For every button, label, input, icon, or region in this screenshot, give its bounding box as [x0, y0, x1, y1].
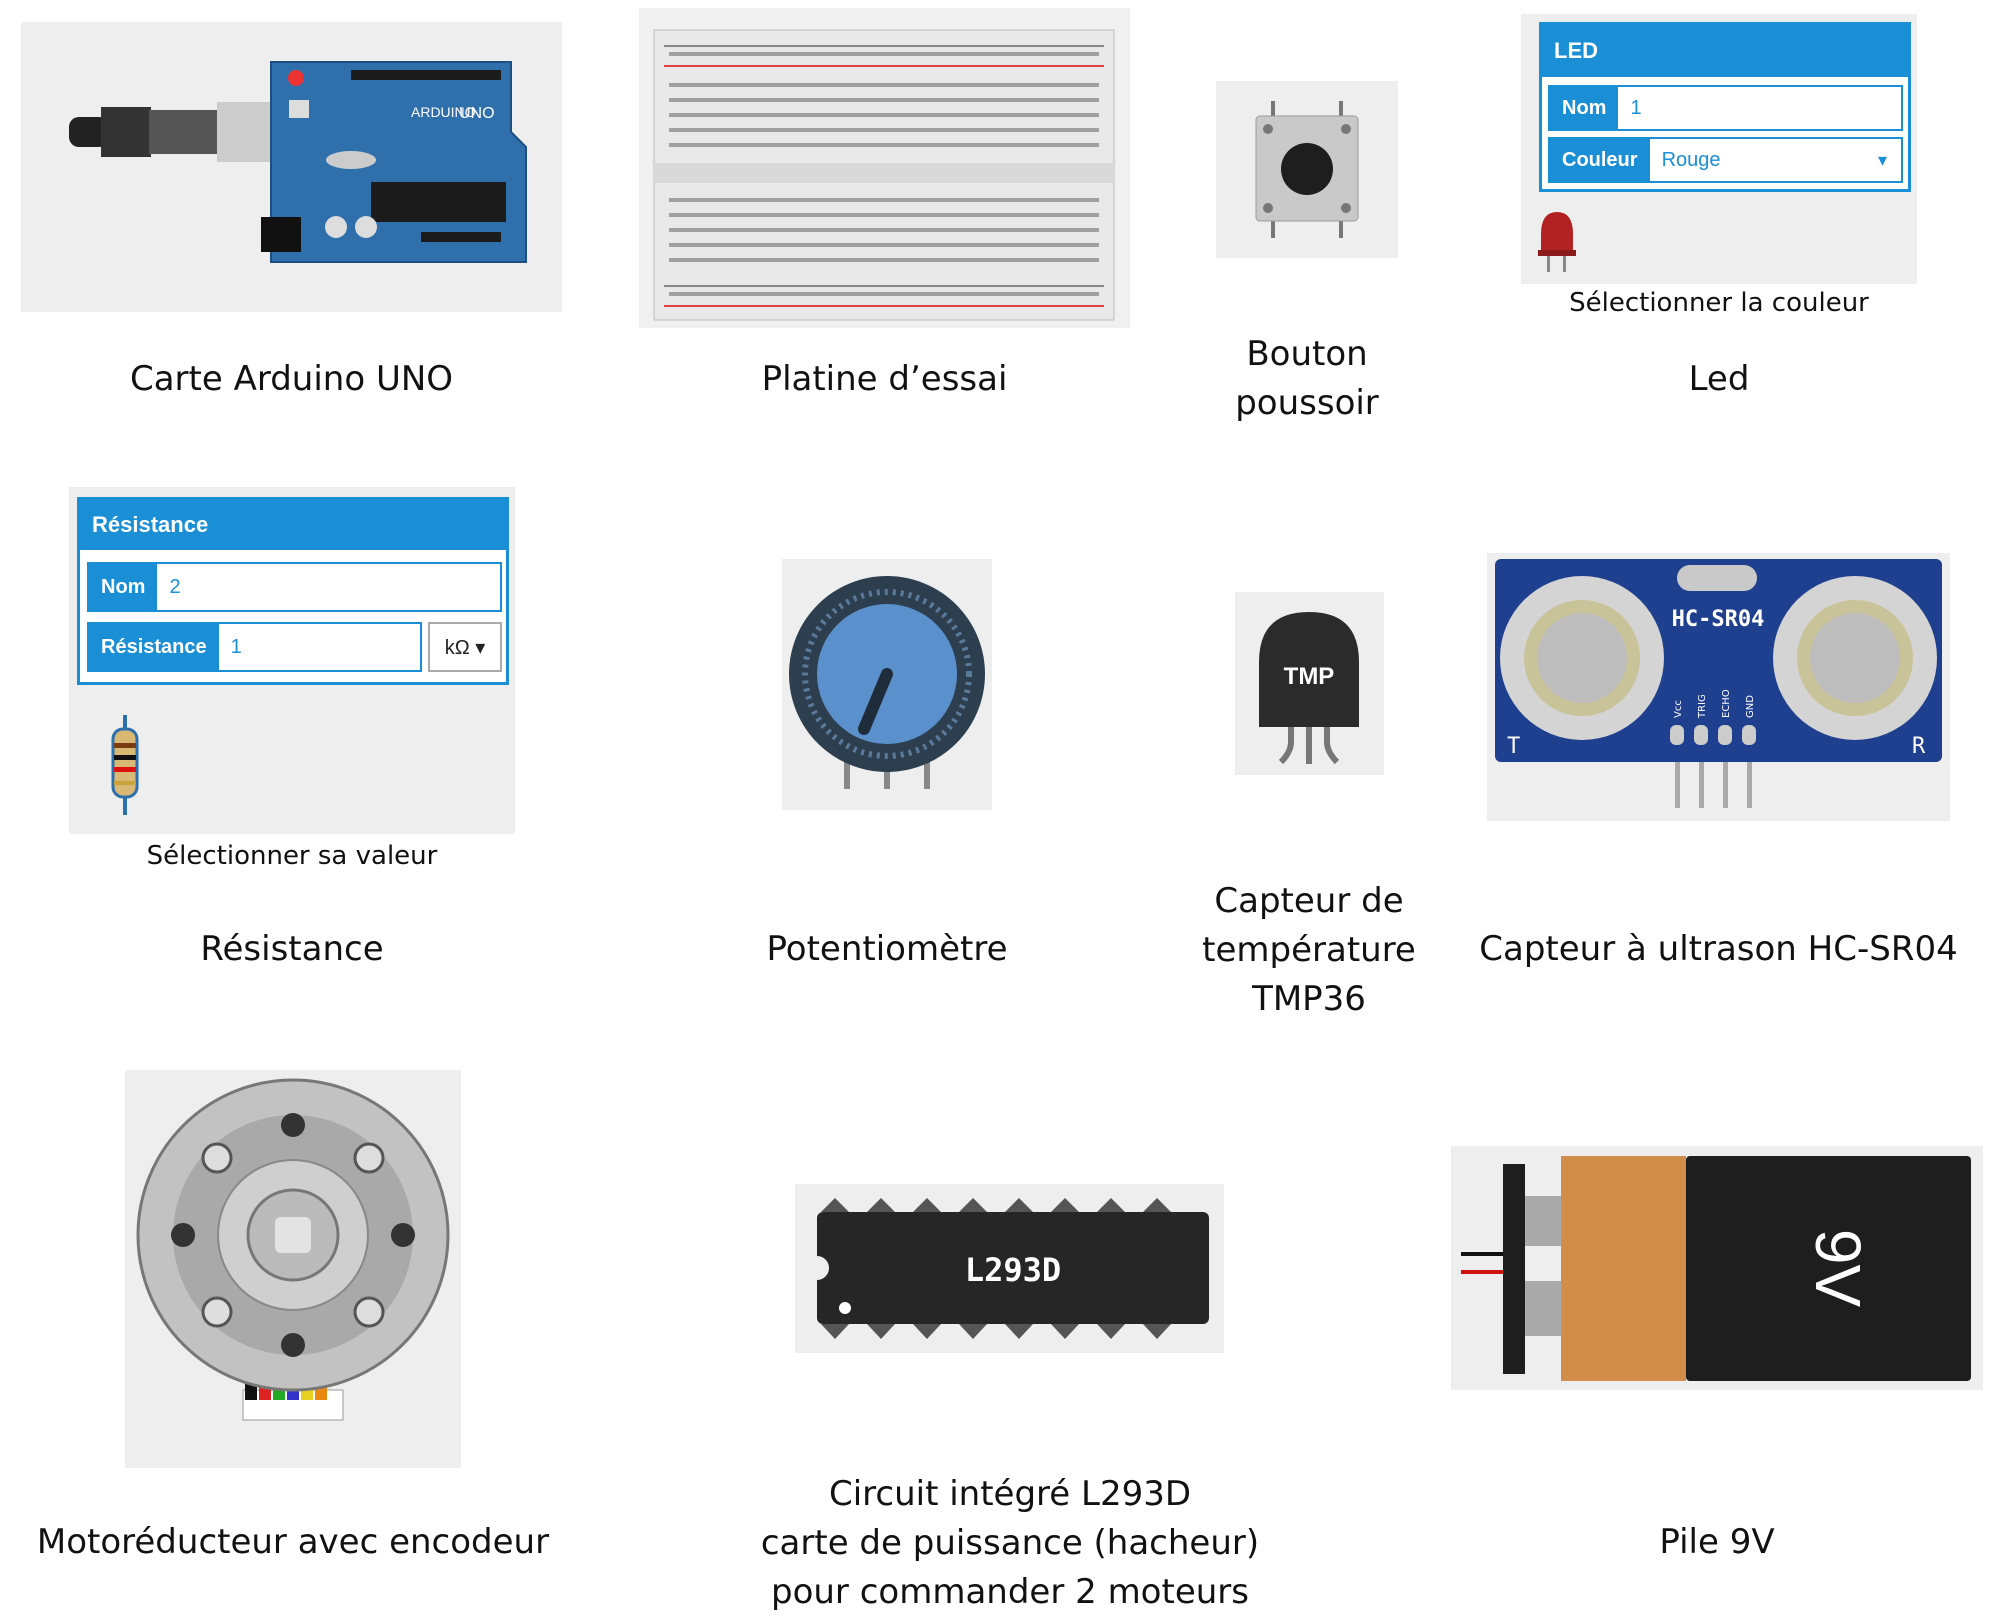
- resistor-name-label: Nom: [89, 564, 158, 610]
- pin-label-gnd: GND: [1745, 695, 1756, 718]
- ic-tile[interactable]: L293D: [795, 1184, 1224, 1353]
- led-tile[interactable]: LED Nom 1 Couleur Rouge ▾: [1521, 14, 1917, 284]
- led-name-label: Nom: [1550, 87, 1619, 129]
- resistor-name-field[interactable]: Nom 2: [87, 562, 502, 612]
- led-caption: Led: [1688, 359, 1750, 399]
- led-sub-caption: Sélectionner la couleur: [1569, 288, 1869, 318]
- arduino-board-icon: ARDUINO UNO: [69, 61, 527, 263]
- motor-caption: Motoréducteur avec encodeur: [36, 1522, 550, 1562]
- breadboard-tile[interactable]: [639, 8, 1130, 328]
- arduino-tile[interactable]: ARDUINO UNO: [21, 22, 562, 312]
- potentiometer-caption: Potentiomètre: [766, 929, 1008, 969]
- gear-motor-icon: [136, 1078, 450, 1421]
- arduino-caption: Carte Arduino UNO: [129, 359, 454, 399]
- ultrasonic-sensor-caption: Capteur à ultrason HC-SR04: [1479, 929, 1958, 969]
- push-button-caption: Bouton poussoir: [1235, 334, 1379, 423]
- push-button-tile[interactable]: [1216, 81, 1398, 258]
- resistor-tile[interactable]: Résistance Nom 2 Résistance 1 kΩ ▾: [69, 487, 515, 834]
- resistor-unit-value: kΩ ▾: [444, 636, 486, 659]
- pin-label-vcc: Vcc: [1673, 700, 1684, 718]
- led-name-field[interactable]: Nom 1: [1548, 85, 1903, 131]
- temperature-sensor-caption: Capteur de température TMP36: [1202, 881, 1416, 1019]
- hc-sr04-icon: HC-SR04 T R Vcc TRIG ECHO GND: [1495, 559, 1942, 808]
- pin-label-trig: TRIG: [1697, 694, 1708, 719]
- led-color-value: Rouge: [1661, 148, 1721, 171]
- motor-tile[interactable]: [125, 1070, 461, 1468]
- led-color-label: Couleur: [1550, 139, 1650, 181]
- resistor-unit-select[interactable]: kΩ ▾: [428, 622, 502, 672]
- l293d-chip-text: L293D: [965, 1251, 1061, 1289]
- resistor-icon: [111, 715, 139, 815]
- led-color-select[interactable]: Couleur Rouge ▾: [1548, 137, 1903, 183]
- resistor-properties-panel: Résistance Nom 2 Résistance 1 kΩ ▾: [77, 497, 509, 685]
- ultrasonic-sensor-tile[interactable]: HC-SR04 T R Vcc TRIG ECHO GND: [1487, 553, 1950, 821]
- usb-cable-icon: [69, 102, 277, 162]
- resistor-value-label: Résistance: [89, 624, 219, 670]
- chevron-down-icon[interactable]: ▾: [1877, 149, 1887, 170]
- battery-icon: 9V: [1461, 1156, 1971, 1381]
- tmp36-icon: TMP: [1259, 612, 1359, 765]
- led-panel-title: LED: [1542, 25, 1908, 77]
- led-name-value: 1: [1630, 96, 1642, 119]
- temperature-sensor-tile[interactable]: TMP: [1235, 592, 1384, 775]
- breadboard-caption: Platine d’essai: [761, 359, 1008, 399]
- hc-sr04-t-mark: T: [1507, 734, 1520, 759]
- potentiometer-tile[interactable]: [782, 559, 992, 810]
- resistor-name-value: 2: [169, 575, 181, 598]
- battery-caption: Pile 9V: [1659, 1522, 1775, 1562]
- ic-caption: Circuit intégré L293D carte de puissance…: [760, 1474, 1260, 1612]
- tmp-chip-text: TMP: [1284, 663, 1335, 690]
- resistor-sub-caption: Sélectionner sa valeur: [146, 841, 438, 871]
- led-icon: [1538, 212, 1576, 272]
- ic-chip-icon: L293D: [805, 1198, 1209, 1339]
- resistor-value-value: 1: [230, 635, 242, 658]
- arduino-uno-text: UNO: [459, 105, 495, 122]
- pin-label-echo: ECHO: [1721, 689, 1732, 718]
- breadboard-icon: [653, 29, 1115, 321]
- potentiometer-icon: [789, 576, 985, 789]
- resistor-caption: Résistance: [200, 929, 384, 969]
- resistor-panel-title: Résistance: [80, 500, 506, 550]
- push-button-icon: [1255, 101, 1359, 238]
- hc-sr04-chip-text: HC-SR04: [1672, 607, 1765, 632]
- hc-sr04-r-mark: R: [1912, 734, 1926, 759]
- resistor-value-field[interactable]: Résistance 1: [87, 622, 422, 672]
- battery-label: 9V: [1802, 1229, 1874, 1308]
- led-properties-panel: LED Nom 1 Couleur Rouge ▾: [1539, 22, 1911, 192]
- arduino-brand-text: ARDUINO: [411, 104, 476, 120]
- battery-tile[interactable]: 9V: [1451, 1146, 1983, 1390]
